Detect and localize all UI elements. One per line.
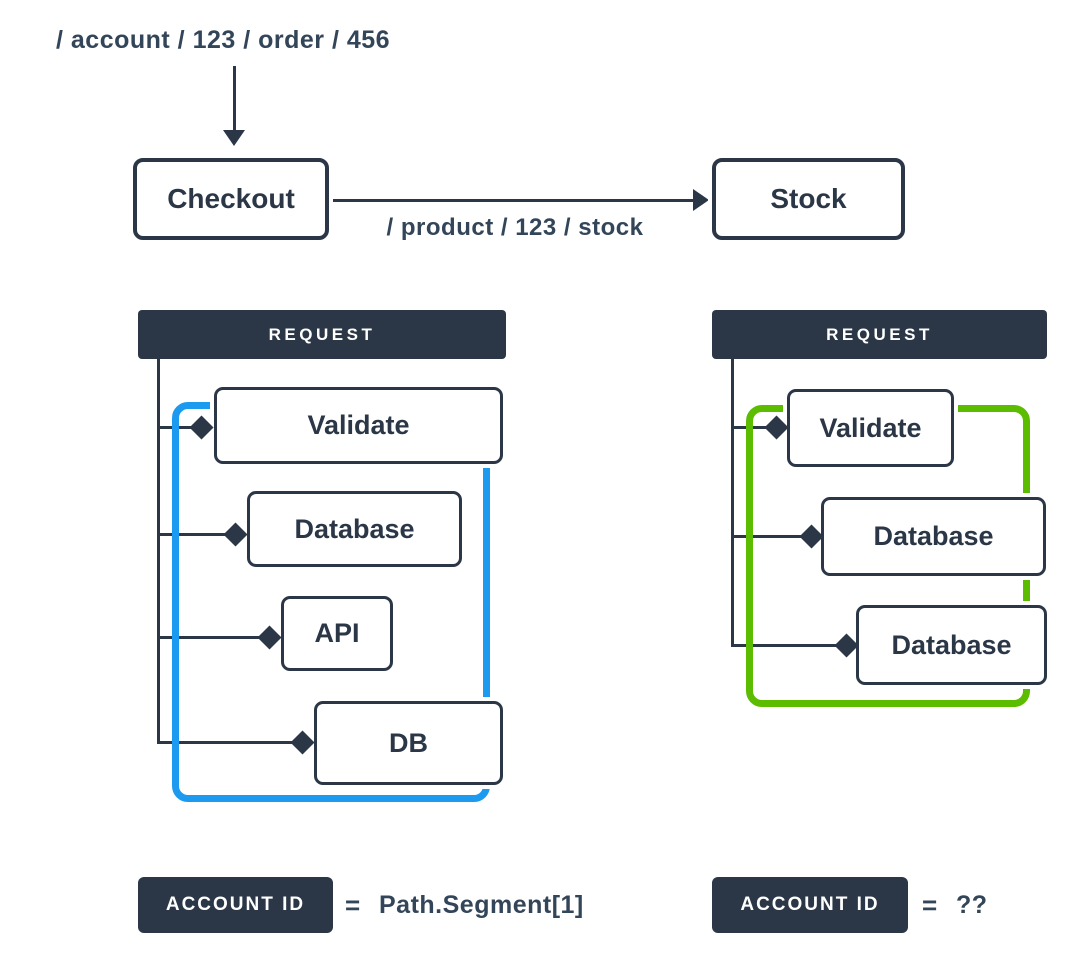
- stock-step-validate-label: Validate: [819, 412, 922, 443]
- incoming-path-label: / account / 123 / order / 456: [56, 26, 391, 54]
- incoming-arrow-line: [233, 66, 236, 132]
- stock-step-database1-label: Database: [873, 521, 994, 551]
- checkout-step-db-node: DB: [314, 701, 503, 785]
- checkout-request-header: REQUEST: [138, 310, 506, 359]
- checkout-trace-trunk-line: [157, 359, 160, 744]
- stock-branch-line-database1: [731, 535, 808, 538]
- checkout-account-id-value: Path.Segment[1]: [379, 891, 584, 919]
- checkout-step-database-label: Database: [294, 513, 415, 544]
- checkout-step-api-label: API: [314, 618, 360, 648]
- checkout-request-header-label: REQUEST: [268, 324, 376, 344]
- checkout-branch-line-database: [157, 533, 234, 536]
- stock-step-database1-node: Database: [821, 497, 1046, 576]
- request-path-label: / product / 123 / stock: [386, 214, 644, 241]
- stock-step-database2-label: Database: [891, 629, 1012, 660]
- checkout-step-db-label: DB: [389, 727, 428, 758]
- stock-trace-trunk-line: [731, 359, 734, 647]
- checkout-service-node: Checkout: [133, 158, 329, 240]
- checkout-step-api-node: API: [281, 596, 393, 671]
- checkout-branch-line-api: [157, 636, 267, 639]
- checkout-step-validate-node: Validate: [214, 387, 503, 464]
- stock-request-header-label: REQUEST: [826, 324, 933, 344]
- stock-service-node: Stock: [712, 158, 905, 240]
- stock-service-label: Stock: [770, 183, 847, 214]
- checkout-account-id-badge-label: ACCOUNT ID: [165, 894, 306, 915]
- checkout-to-stock-arrow-head-icon: [693, 189, 709, 211]
- checkout-step-validate-label: Validate: [307, 410, 410, 440]
- checkout-step-database-node: Database: [247, 491, 462, 567]
- stock-step-database2-node: Database: [856, 605, 1047, 685]
- stock-request-header: REQUEST: [712, 310, 1047, 359]
- checkout-to-stock-arrow-line: [329, 199, 695, 202]
- stock-branch-line-database2: [731, 644, 843, 647]
- checkout-service-label: Checkout: [167, 183, 295, 214]
- incoming-arrow-head-icon: [223, 130, 245, 146]
- stock-step-validate-node: Validate: [787, 389, 954, 467]
- stock-account-id-badge-label: ACCOUNT ID: [740, 894, 880, 915]
- checkout-equals-sign: =: [345, 890, 361, 920]
- stock-equals-sign: =: [922, 890, 938, 920]
- checkout-branch-line-db: [157, 741, 300, 744]
- checkout-account-id-badge: ACCOUNT ID: [138, 877, 333, 933]
- stock-account-id-badge: ACCOUNT ID: [712, 877, 908, 933]
- stock-account-id-value: ??: [956, 891, 988, 919]
